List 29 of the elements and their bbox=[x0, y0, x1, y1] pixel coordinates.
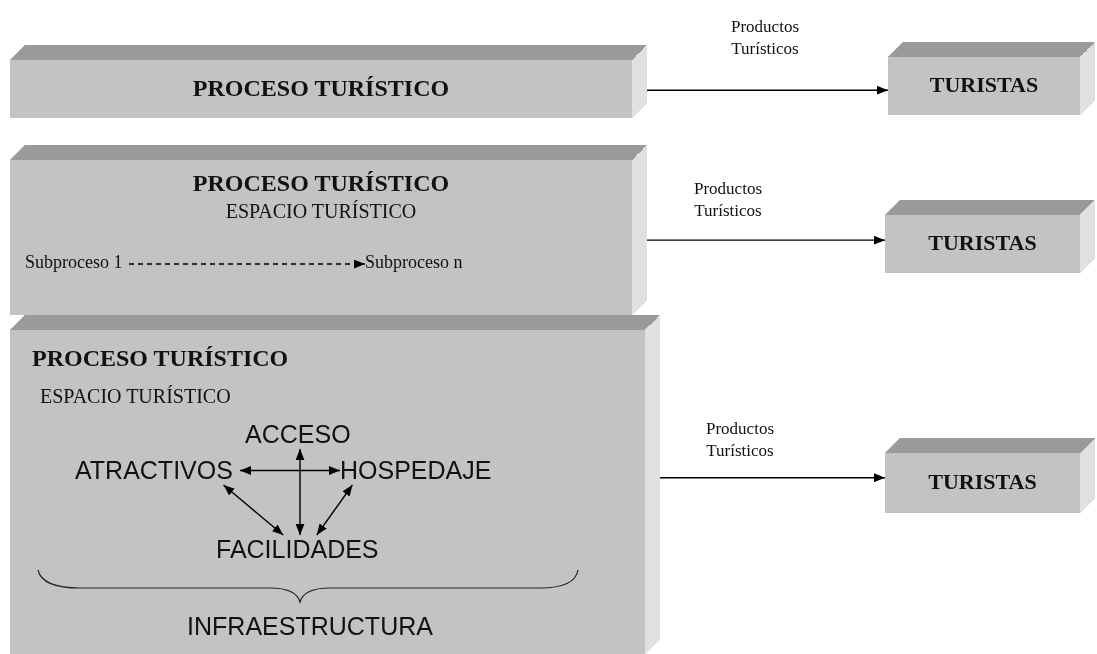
tourists-box bbox=[885, 438, 1095, 513]
text-label: HOSPEDAJE bbox=[340, 456, 492, 485]
arrow bbox=[659, 473, 886, 483]
arrow bbox=[295, 448, 305, 536]
arrow bbox=[646, 235, 886, 245]
arrow bbox=[222, 484, 284, 536]
box-title: PROCESO TURÍSTICO bbox=[192, 75, 450, 103]
text-label: Subproceso 1 bbox=[25, 252, 123, 273]
text-label: Subproceso n bbox=[365, 252, 463, 273]
process-box bbox=[10, 315, 660, 654]
box-subtitle: INFRAESTRUCTURA bbox=[187, 612, 433, 641]
box-title: TURISTAS bbox=[929, 72, 1039, 98]
text-label: ACCESO bbox=[245, 420, 351, 449]
box-title: PROCESO TURÍSTICO bbox=[32, 345, 289, 373]
process-box bbox=[10, 145, 647, 315]
box-title: TURISTAS bbox=[928, 469, 1037, 495]
box-title: PROCESO TURÍSTICO bbox=[192, 170, 450, 198]
tourists-box bbox=[888, 42, 1095, 115]
process-box bbox=[10, 45, 647, 118]
text-label: ATRACTIVOS bbox=[75, 456, 233, 485]
box-subtitle: ESPACIO TURÍSTICO bbox=[225, 200, 417, 223]
box-subtitle: ESPACIO TURÍSTICO bbox=[40, 385, 231, 408]
tourists-box bbox=[885, 200, 1095, 273]
arrow bbox=[316, 484, 354, 536]
text-label: FACILIDADES bbox=[216, 535, 379, 564]
arrow bbox=[239, 466, 341, 475]
arrow bbox=[128, 259, 366, 269]
arrow bbox=[646, 85, 889, 95]
box-title: TURISTAS bbox=[928, 230, 1037, 256]
